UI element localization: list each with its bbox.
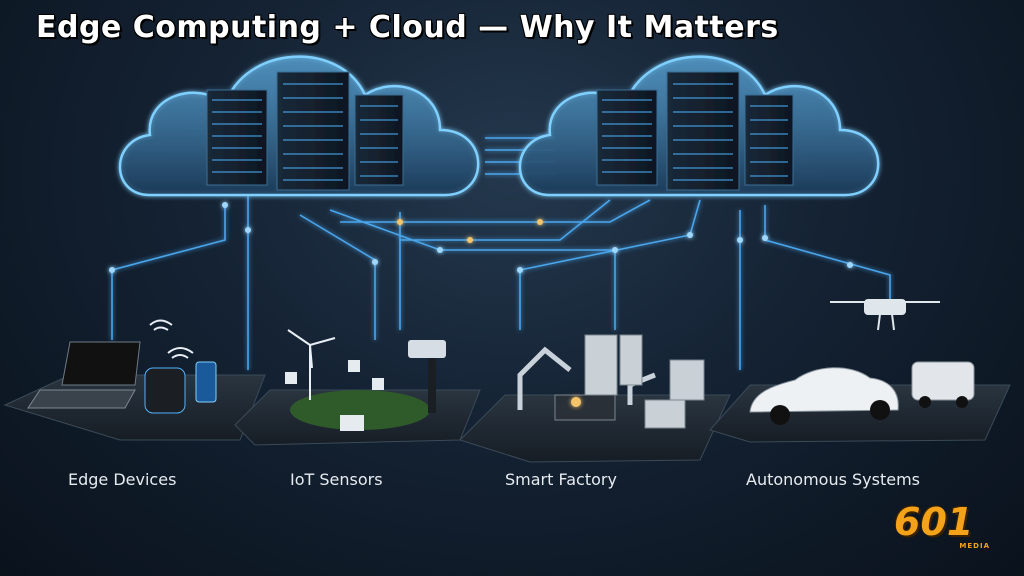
wind-turbine-icon — [287, 329, 336, 400]
server-racks-left — [206, 71, 404, 191]
network-nodes — [109, 202, 853, 273]
sensor-icon — [285, 360, 384, 431]
smartphone-icon — [195, 361, 217, 403]
wifi-icon — [149, 319, 194, 359]
platform-edge-devices — [3, 319, 266, 441]
cloud-left — [118, 55, 480, 197]
smart-speaker-icon — [144, 367, 186, 414]
label-iot-sensors: IoT Sensors — [290, 470, 383, 489]
factory-machines-icon — [554, 334, 705, 429]
label-autonomous-systems: Autonomous Systems — [746, 470, 921, 489]
network-lines — [111, 137, 891, 370]
page-title: Edge Computing + Cloud — Why It Matters — [36, 10, 779, 45]
camera-sensor-icon — [408, 340, 446, 413]
drone-icon — [830, 299, 940, 331]
platform-smart-factory — [459, 334, 731, 463]
logo-number: 601 — [894, 500, 974, 544]
label-smart-factory: Smart Factory — [505, 470, 617, 489]
platform-iot-sensors — [234, 329, 481, 446]
car-icon — [749, 367, 899, 425]
laptop-icon — [27, 341, 141, 409]
label-edge-devices: Edge Devices — [68, 470, 177, 489]
brand-logo: 601 MEDIA — [888, 500, 998, 560]
van-icon — [911, 361, 975, 408]
platform-autonomous-systems — [709, 299, 1011, 443]
server-racks-right — [596, 71, 794, 191]
cloud-right — [518, 55, 880, 197]
logo-subtitle: MEDIA — [959, 542, 990, 550]
